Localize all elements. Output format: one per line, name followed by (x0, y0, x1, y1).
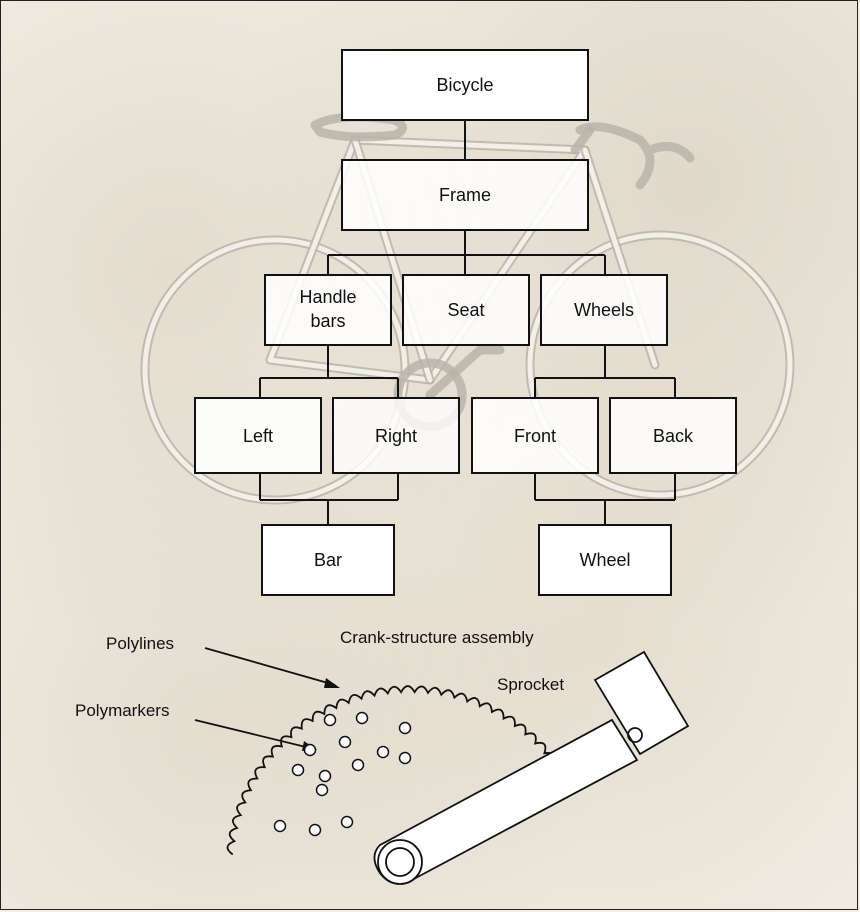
tree-connectors (259, 120, 676, 525)
polymarkers-label: Polymarkers (75, 701, 169, 720)
node-label: Wheels (574, 300, 634, 320)
polymarker (273, 819, 287, 833)
tree-node-wheel: Wheel (538, 524, 672, 596)
node-label: Back (653, 426, 694, 446)
polymarker (376, 745, 390, 759)
sprocket-label: Sprocket (497, 675, 564, 694)
polymarker (308, 823, 322, 837)
polymarker (398, 751, 412, 765)
tree-node-back: Back (609, 397, 737, 474)
polymarker (323, 713, 337, 727)
tree-node-bar: Bar (261, 524, 395, 596)
node-label-line2: bars (310, 311, 345, 331)
bike-crank-arm (425, 345, 505, 400)
tree-node-right: Right (332, 397, 460, 474)
node-label: Left (243, 426, 273, 446)
node-label: Wheel (579, 550, 630, 570)
bike-handlebar (575, 122, 695, 190)
crank-assembly-title: Crank-structure assembly (340, 628, 534, 647)
node-label: Bar (314, 550, 342, 570)
crank-arm (373, 650, 690, 885)
node-label: Front (514, 426, 556, 446)
node-label: Frame (439, 185, 491, 205)
polymarker (291, 763, 305, 777)
label-arrows (194, 647, 340, 751)
pedal (593, 650, 690, 756)
polymarker (355, 711, 369, 725)
polymarkers-group (273, 711, 412, 837)
polymarker (338, 735, 352, 749)
sprocket-teeth-polyline (226, 685, 571, 856)
polymarker (303, 743, 317, 757)
tree-node-seat: Seat (402, 274, 530, 346)
tree-node-front: Front (471, 397, 599, 474)
tree-node-handle-bars: Handle bars (264, 274, 392, 346)
tree-node-wheels: Wheels (540, 274, 668, 346)
polymarker (351, 758, 365, 772)
polymarker (398, 721, 412, 735)
tree-node-left: Left (194, 397, 322, 474)
polymarker (340, 815, 354, 829)
node-label: Bicycle (436, 75, 493, 95)
tree-node-frame: Frame (341, 159, 589, 231)
node-label: Seat (447, 300, 484, 320)
tree-node-bicycle: Bicycle (341, 49, 589, 121)
node-label-line1: Handle (299, 287, 356, 307)
polymarker (318, 769, 332, 783)
node-label: Right (375, 426, 417, 446)
polymarker (315, 783, 329, 797)
polylines-label: Polylines (106, 634, 174, 653)
